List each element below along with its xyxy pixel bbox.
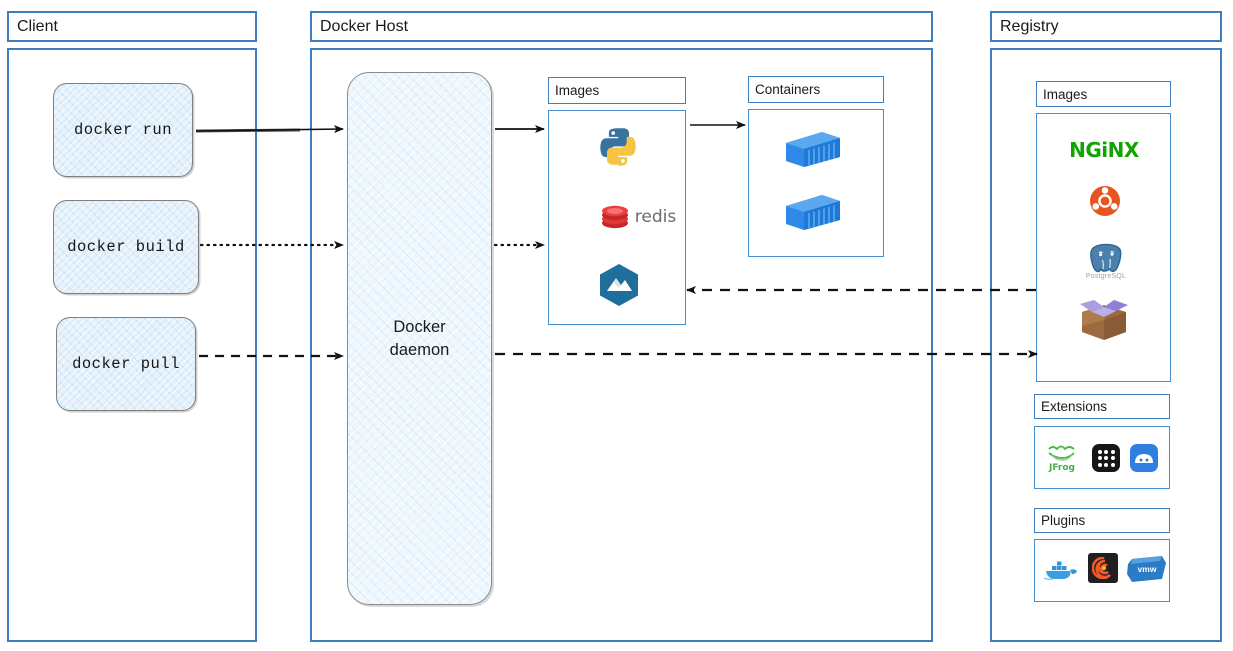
host-containers-title: Containers [755,82,821,97]
postgresql-logo-svg [1090,243,1122,272]
docker-host-panel-header: Docker Host [310,11,933,42]
postgresql-logo: PostgreSQL [1078,240,1134,282]
registry-panel-title: Registry [1000,17,1059,35]
vmware-logo: vmw [1126,555,1168,583]
ubuntu-logo-svg [1090,186,1120,216]
client-panel-header: Client [7,11,257,42]
nginx-wordmark: NGiNX [1069,138,1139,162]
jfrog-logo-svg [1048,445,1075,461]
docker-host-panel-title: Docker Host [320,17,409,35]
command-label: docker build [67,238,185,256]
package-box-icon [1078,296,1130,342]
command-box-docker-pull[interactable]: docker pull [56,317,196,411]
dot-grid-logo [1092,444,1120,472]
grafana-tile [1088,553,1118,583]
registry-plugins-title: Plugins [1041,513,1086,528]
postgresql-wordmark: PostgreSQL [1085,272,1127,280]
registry-images-header: Images [1036,81,1171,107]
registry-panel-header: Registry [990,11,1222,42]
snyk-tile [1130,444,1158,472]
snyk-logo [1130,444,1158,472]
grafana-logo [1088,553,1118,583]
docker-whale-svg [1043,561,1077,581]
grafana-glyph [1092,557,1111,579]
python-logo [598,126,638,168]
container-icon-svg [786,195,840,230]
command-label: docker run [73,121,172,139]
python-logo-svg [600,128,636,166]
svg-text:vmw: vmw [1138,564,1157,574]
command-box-docker-run[interactable]: docker run [53,83,193,177]
host-images-title: Images [555,83,600,98]
vmware-logo-svg: vmw [1127,556,1166,582]
host-containers-body [748,109,884,257]
command-box-docker-build[interactable]: docker build [53,200,199,294]
registry-extensions-title: Extensions [1041,399,1108,414]
registry-plugins-header: Plugins [1034,508,1170,533]
command-label: docker pull [72,355,180,373]
dot-grid-icon [1097,449,1115,467]
docker-whale-logo [1042,556,1082,586]
registry-extensions-header: Extensions [1034,394,1170,419]
hexagon-logo-svg [600,264,638,306]
container-icon [784,127,842,169]
container-icon [784,190,842,232]
redis-wordmark: redis [634,207,677,227]
ubuntu-logo [1088,184,1122,218]
snyk-glyph [1135,454,1153,463]
package-box-icon-svg [1080,300,1128,340]
redis-logo: redis [588,200,688,234]
client-panel-title: Client [17,17,58,35]
docker-daemon-box[interactable]: Docker daemon [347,72,492,605]
dot-grid-tile [1092,444,1120,472]
redis-logo-svg [601,205,628,229]
container-icon-svg [786,132,840,167]
jfrog-logo: JFrog [1044,441,1080,475]
docker-daemon-label: Docker daemon [389,318,450,359]
registry-images-title: Images [1043,86,1088,102]
nginx-logo: NGiNX [1060,136,1148,164]
host-containers-header: Containers [748,76,884,103]
hexagon-logo [598,263,640,307]
jfrog-wordmark: JFrog [1049,462,1075,473]
host-images-header: Images [548,77,686,104]
